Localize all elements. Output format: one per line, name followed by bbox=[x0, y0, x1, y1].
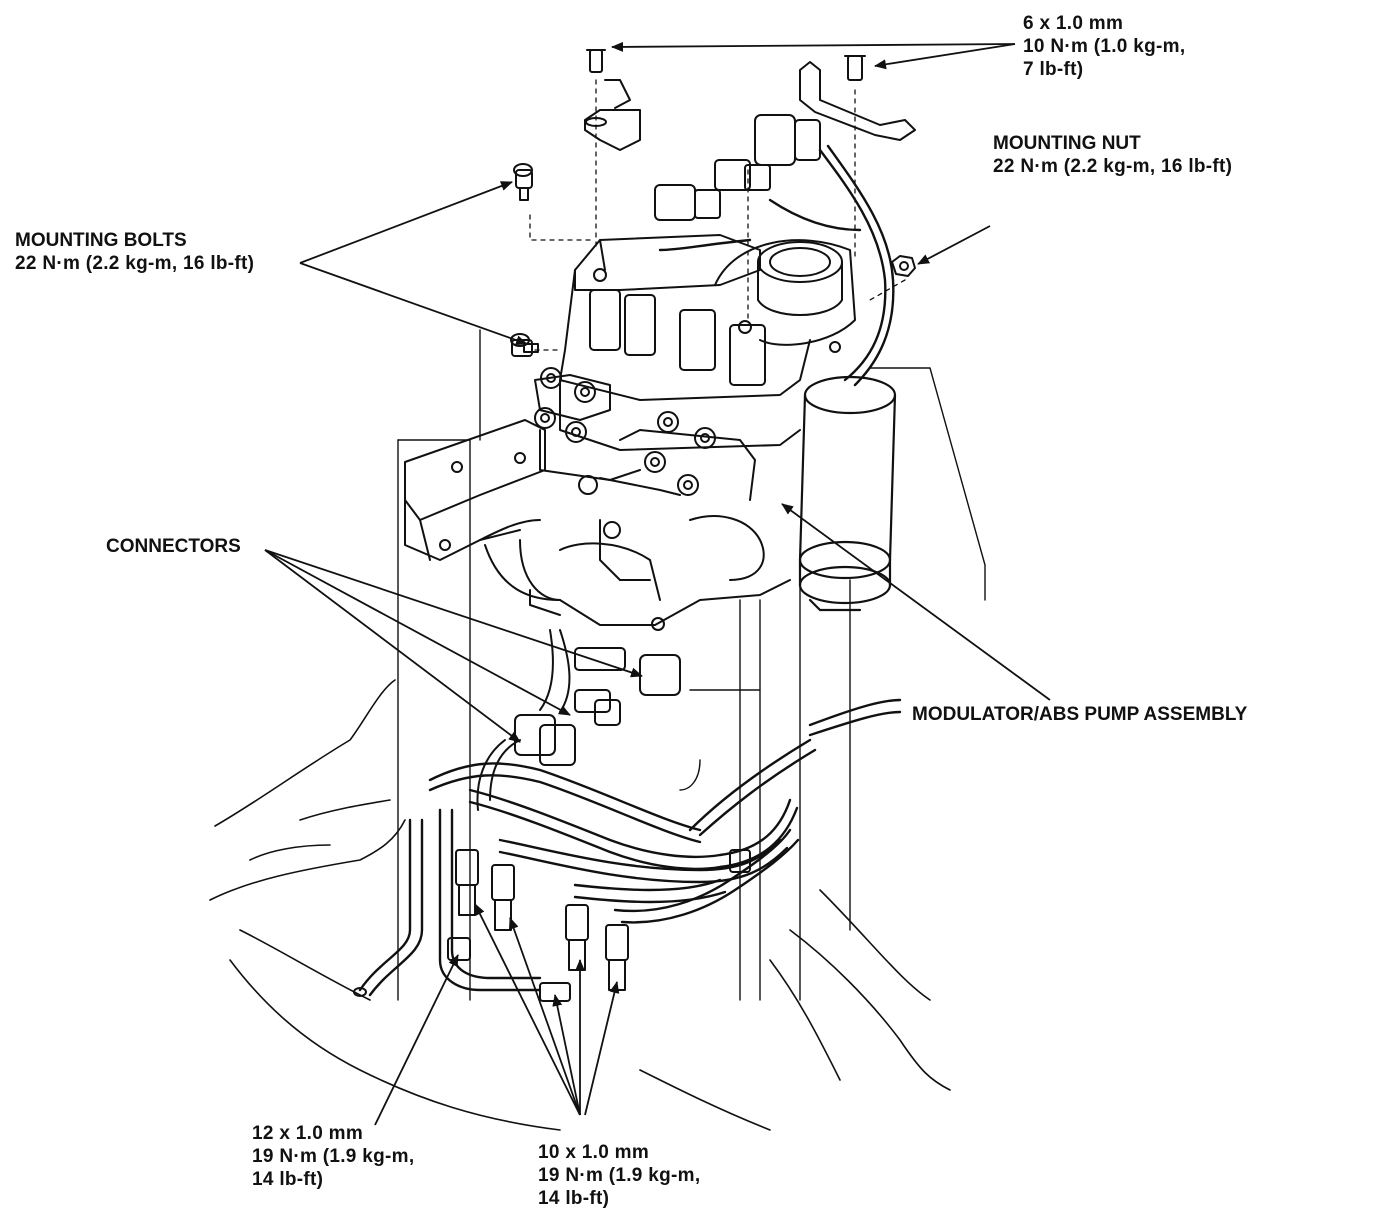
flare-12-size: 12 x 1.0 mm bbox=[252, 1123, 364, 1144]
valve-block bbox=[534, 367, 765, 581]
mounting-bolts-title: MOUNTING BOLTS bbox=[15, 230, 187, 251]
brake-lines bbox=[358, 698, 902, 997]
top-connectors bbox=[654, 114, 821, 221]
top-bolt-torque: 10 N·m (1.0 kg-m, bbox=[1023, 36, 1186, 57]
connectors-label: CONNECTORS bbox=[106, 536, 241, 557]
top-bolt-size: 6 x 1.0 mm bbox=[1023, 13, 1124, 34]
mounting-nut-label: MOUNTING NUT 22 N·m (2.2 kg-m, 16 lb-ft) bbox=[993, 132, 1232, 178]
mounting-bracket bbox=[404, 419, 546, 561]
mounting-bolts-label: MOUNTING BOLTS 22 N·m (2.2 kg-m, 16 lb-f… bbox=[15, 229, 254, 275]
top-bolt-torque-cont: 7 lb-ft) bbox=[1023, 59, 1084, 80]
reservoir bbox=[714, 239, 856, 346]
lower-connectors bbox=[476, 629, 681, 811]
mounting-bolt-left bbox=[510, 333, 539, 357]
modulator-body bbox=[559, 234, 841, 451]
flare-12-torque: 19 N·m (1.9 kg-m, bbox=[252, 1146, 415, 1167]
flare-10-torque: 19 N·m (1.9 kg-m, bbox=[538, 1165, 701, 1186]
flare-10-size: 10 x 1.0 mm bbox=[538, 1142, 650, 1163]
mounting-bolt-upper bbox=[513, 163, 533, 201]
body-outline bbox=[209, 679, 951, 1131]
callout-arrows bbox=[264, 41, 1051, 1126]
mounting-nut-title: MOUNTING NUT bbox=[993, 133, 1141, 154]
modulator-label: MODULATOR/ABS PUMP ASSEMBLY bbox=[912, 704, 1248, 725]
top-bolt-spec-label: 6 x 1.0 mm 10 N·m (1.0 kg-m, 7 lb-ft) bbox=[1023, 12, 1185, 81]
flare-12-spec-label: 12 x 1.0 mm 19 N·m (1.9 kg-m, 14 lb-ft) bbox=[252, 1122, 414, 1191]
pump-motor bbox=[798, 375, 897, 612]
flare-10-torque-cont: 14 lb-ft) bbox=[538, 1188, 610, 1209]
mounting-nut bbox=[891, 255, 916, 277]
flare-10-spec-label: 10 x 1.0 mm 19 N·m (1.9 kg-m, 14 lb-ft) bbox=[538, 1141, 700, 1210]
harness bbox=[658, 144, 895, 387]
lower-body bbox=[484, 519, 791, 631]
mounting-bolts-spec: 22 N·m (2.2 kg-m, 16 lb-ft) bbox=[15, 253, 255, 274]
right-bracket bbox=[799, 55, 916, 141]
flare-12-torque-cont: 14 lb-ft) bbox=[252, 1169, 324, 1190]
flare-fittings bbox=[353, 849, 751, 1002]
top-bracket bbox=[584, 49, 641, 151]
mounting-nut-spec: 22 N·m (2.2 kg-m, 16 lb-ft) bbox=[993, 156, 1233, 177]
